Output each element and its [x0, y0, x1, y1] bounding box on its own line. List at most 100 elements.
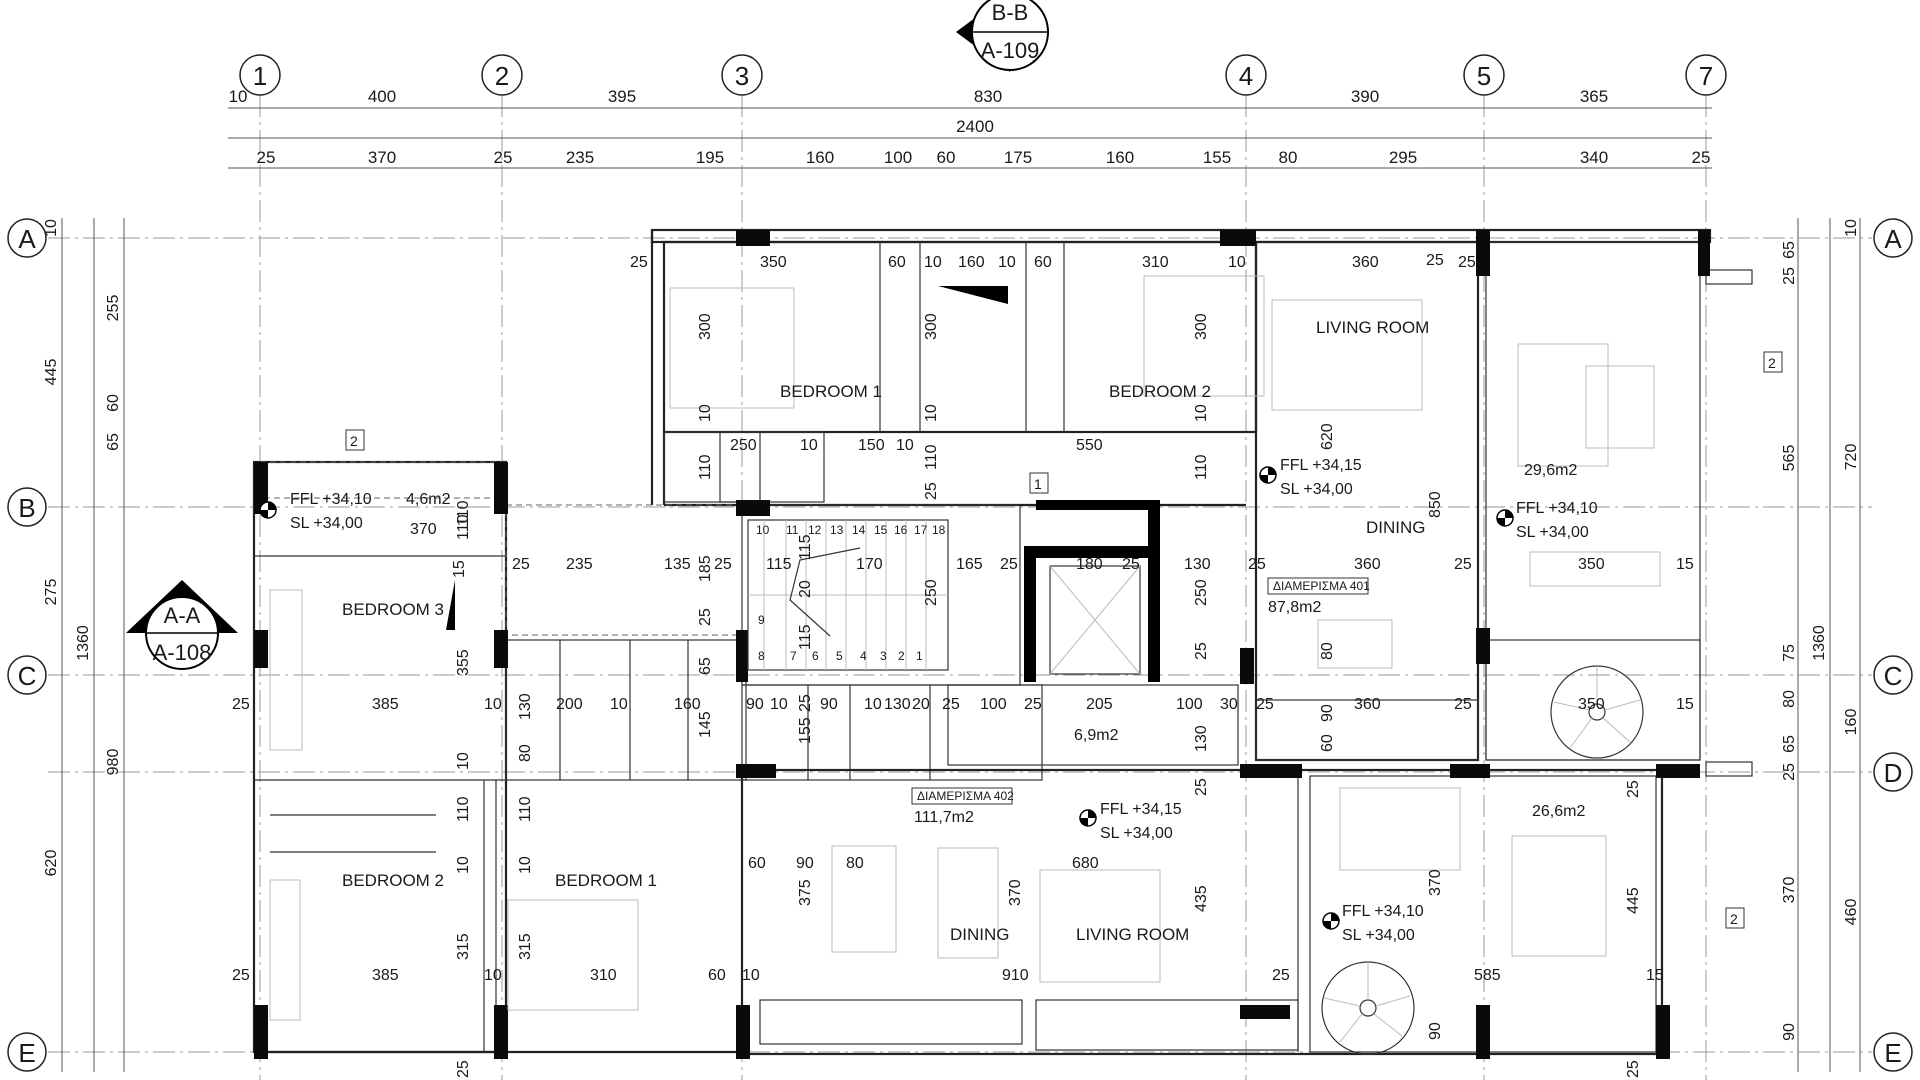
svg-text:620: 620 [1319, 423, 1336, 450]
svg-text:205: 205 [1086, 696, 1113, 713]
svg-text:16: 16 [894, 523, 908, 537]
svg-text:100: 100 [884, 148, 912, 167]
svg-text:FFL +34,15: FFL +34,15 [1100, 801, 1182, 818]
svg-text:25: 25 [494, 148, 513, 167]
svg-text:100: 100 [1176, 696, 1203, 713]
svg-text:10: 10 [1193, 404, 1210, 422]
svg-text:250: 250 [730, 437, 757, 454]
svg-text:1: 1 [916, 649, 923, 663]
svg-text:29,6m2: 29,6m2 [1524, 462, 1577, 479]
section-marker-b-b[interactable]: B-B A-109 [956, 0, 1049, 72]
room-living-top: LIVING ROOM [1316, 318, 1429, 337]
svg-text:110: 110 [455, 514, 472, 540]
svg-text:170: 170 [856, 556, 883, 573]
svg-text:E: E [1884, 1038, 1901, 1068]
room-bedroom2-top: BEDROOM 2 [1109, 382, 1211, 401]
grid-row-B-left: B [7, 487, 47, 527]
svg-text:FFL +34,10: FFL +34,10 [1516, 500, 1598, 517]
furniture [269, 275, 1661, 1021]
svg-text:310: 310 [1142, 254, 1169, 271]
svg-text:90: 90 [796, 855, 814, 872]
svg-text:111,7m2: 111,7m2 [914, 809, 974, 826]
grid-bubbles: 1 2 3 4 5 7 A B C E A C D E [7, 54, 1913, 1072]
svg-text:370: 370 [1007, 879, 1024, 906]
svg-text:25: 25 [1426, 252, 1444, 269]
level-marker-icons [259, 466, 1514, 930]
svg-text:25: 25 [1781, 267, 1798, 285]
svg-text:160: 160 [958, 254, 985, 271]
svg-text:10: 10 [43, 219, 60, 237]
svg-text:4: 4 [860, 649, 867, 663]
section-marker-a-a[interactable]: A-A A-108 [126, 580, 238, 670]
svg-text:ΔΙΑΜΕΡΙΣΜΑ 402: ΔΙΑΜΕΡΙΣΜΑ 402 [917, 789, 1014, 803]
apartment-402: ΔΙΑΜΕΡΙΣΜΑ 402 111,7m2 [911, 787, 1014, 826]
flag-triangle-bedroom3 [446, 580, 455, 630]
svg-text:17: 17 [914, 523, 928, 537]
top-dims-total: 2400 [956, 117, 994, 136]
svg-text:4,6m2: 4,6m2 [406, 491, 451, 508]
svg-text:1360: 1360 [75, 625, 92, 661]
svg-text:10: 10 [484, 696, 502, 713]
room-bedroom1-top: BEDROOM 1 [780, 382, 882, 401]
svg-text:830: 830 [974, 87, 1002, 106]
svg-text:350: 350 [760, 254, 787, 271]
svg-text:10: 10 [923, 404, 940, 422]
svg-text:1: 1 [253, 61, 267, 91]
svg-text:60: 60 [105, 394, 122, 412]
svg-text:160: 160 [674, 696, 701, 713]
svg-text:25: 25 [630, 254, 648, 271]
svg-text:25: 25 [1625, 780, 1642, 798]
stair-step-numbers: 10 11 12 13 14 15 16 17 18 9 8 7 6 5 4 3… [756, 523, 946, 663]
svg-text:235: 235 [566, 556, 593, 573]
svg-text:A-109: A-109 [981, 38, 1040, 63]
svg-text:3: 3 [880, 649, 887, 663]
area-labels: 4,6m2 29,6m2 6,9m2 26,6m2 [406, 462, 1585, 820]
svg-text:5: 5 [836, 649, 843, 663]
svg-text:110: 110 [923, 444, 940, 470]
svg-text:195: 195 [696, 148, 724, 167]
svg-text:10: 10 [998, 254, 1016, 271]
svg-text:25: 25 [512, 556, 530, 573]
svg-text:160: 160 [1106, 148, 1134, 167]
svg-text:SL +34,00: SL +34,00 [1516, 524, 1589, 541]
left-dims: 10 255 445 60 65 275 1360 980 620 [43, 219, 122, 876]
svg-text:375: 375 [797, 879, 814, 906]
svg-text:10: 10 [517, 856, 534, 874]
svg-text:A-108: A-108 [153, 640, 212, 665]
svg-text:585: 585 [1474, 967, 1501, 984]
svg-text:10: 10 [896, 437, 914, 454]
svg-text:60: 60 [708, 967, 726, 984]
svg-text:25: 25 [1458, 254, 1476, 271]
grid-row-A-left: A [7, 218, 47, 258]
svg-text:2: 2 [350, 433, 358, 449]
svg-text:160: 160 [806, 148, 834, 167]
svg-text:445: 445 [1625, 887, 1642, 914]
flag-triangle-top [938, 286, 1008, 304]
svg-text:FFL +34,10: FFL +34,10 [290, 491, 372, 508]
svg-text:300: 300 [697, 313, 714, 340]
svg-text:385: 385 [372, 967, 399, 984]
svg-text:315: 315 [517, 933, 534, 960]
svg-text:75: 75 [1781, 644, 1798, 662]
svg-text:250: 250 [923, 579, 940, 606]
room-dining-top: DINING [1366, 518, 1426, 537]
svg-text:115: 115 [797, 534, 814, 560]
svg-text:400: 400 [368, 87, 396, 106]
svg-text:10: 10 [697, 404, 714, 422]
grid-lines [48, 95, 1872, 1080]
svg-text:7: 7 [1699, 61, 1713, 91]
room-dining-bot: DINING [950, 925, 1010, 944]
svg-text:980: 980 [105, 749, 122, 776]
svg-text:185: 185 [697, 555, 714, 582]
svg-text:25: 25 [1122, 556, 1140, 573]
svg-text:14: 14 [852, 523, 866, 537]
svg-text:15: 15 [874, 523, 888, 537]
svg-text:ΔΙΑΜΕΡΙΣΜΑ 401: ΔΙΑΜΕΡΙΣΜΑ 401 [1273, 579, 1370, 593]
svg-text:110: 110 [1193, 454, 1210, 480]
svg-text:5: 5 [1477, 61, 1491, 91]
grid-col-5: 5 [1463, 54, 1505, 96]
svg-text:3: 3 [735, 61, 749, 91]
svg-text:90: 90 [1781, 1023, 1798, 1041]
svg-text:565: 565 [1781, 445, 1798, 472]
svg-text:25: 25 [697, 608, 714, 626]
